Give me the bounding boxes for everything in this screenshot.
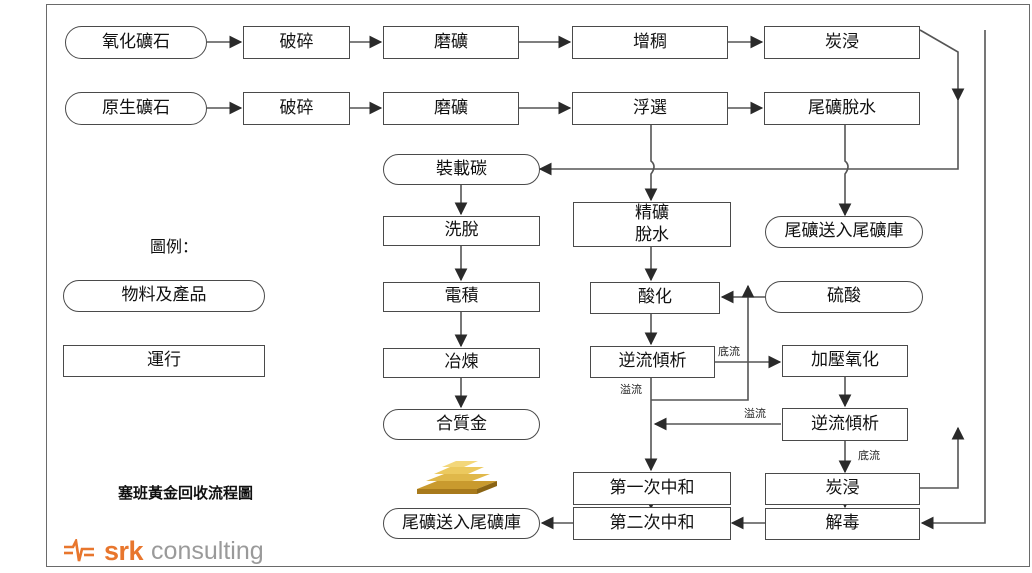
crush-label-1: 破碎 bbox=[279, 31, 314, 52]
grind-label-2: 磨礦 bbox=[434, 97, 468, 118]
elution-label: 洗脫 bbox=[444, 220, 479, 241]
sulfuric-acid-node: 硫酸 bbox=[765, 281, 923, 313]
thicken-label: 增稠 bbox=[633, 31, 667, 52]
conc-dewater-node: 精礦 脫水 bbox=[573, 202, 731, 247]
diagram-frame bbox=[46, 4, 1030, 567]
flotation-node: 浮選 bbox=[572, 92, 728, 125]
tailings-out-label-2: 尾礦送入尾礦庫 bbox=[784, 221, 904, 242]
neutral-1-label: 第一次中和 bbox=[609, 477, 695, 498]
tail-dewater-node: 尾礦脫水 bbox=[764, 92, 920, 125]
grind-node-1: 磨礦 bbox=[383, 26, 519, 59]
neutral-2-node: 第二次中和 bbox=[573, 507, 731, 540]
ccd-label-2: 逆流傾析 bbox=[811, 413, 879, 434]
leach-label-2: 炭浸 bbox=[825, 478, 860, 499]
overflow-label-1: 溢流 bbox=[620, 383, 642, 396]
tailings-out-label-1: 尾礦送入尾礦庫 bbox=[402, 512, 521, 533]
legend-material-label: 物料及產品 bbox=[121, 285, 207, 306]
leach-label-1: 炭浸 bbox=[825, 31, 859, 52]
conc-dewater-label: 精礦 脫水 bbox=[635, 203, 669, 245]
srk-mark-icon bbox=[64, 539, 94, 562]
pox-node: 加壓氧化 bbox=[782, 345, 908, 377]
oxide-ore-node: 氧化礦石 bbox=[65, 26, 207, 59]
primary-ore-label: 原生礦石 bbox=[102, 97, 170, 118]
smelt-node: 冶煉 bbox=[383, 348, 540, 378]
ccd-node-2: 逆流傾析 bbox=[782, 408, 908, 441]
acidify-label: 酸化 bbox=[638, 287, 672, 308]
grind-label-1: 磨礦 bbox=[434, 31, 468, 52]
gold-bars-icon bbox=[417, 461, 497, 494]
neutral-2-label: 第二次中和 bbox=[609, 512, 695, 533]
srk-logo: srk consulting bbox=[62, 536, 264, 566]
primary-ore-node: 原生礦石 bbox=[65, 92, 207, 125]
load-carbon-label: 裝載碳 bbox=[436, 158, 487, 179]
acidify-node: 酸化 bbox=[590, 282, 720, 314]
crush-node-2: 破碎 bbox=[243, 92, 350, 125]
legend-title: 圖例： bbox=[150, 237, 199, 256]
smelt-label: 冶煉 bbox=[444, 352, 479, 373]
leach-node-1: 炭浸 bbox=[764, 26, 920, 59]
tailings-out-node-2: 尾礦送入尾礦庫 bbox=[765, 216, 923, 248]
flotation-label: 浮選 bbox=[633, 97, 667, 118]
chart-title: 塞班黃金回收流程圖 bbox=[118, 484, 254, 502]
elution-node: 洗脫 bbox=[383, 216, 540, 246]
tailings-out-node-1: 尾礦送入尾礦庫 bbox=[383, 508, 540, 539]
dore-label: 合質金 bbox=[436, 413, 487, 434]
crush-label-2: 破碎 bbox=[279, 97, 314, 118]
legend-material-node: 物料及產品 bbox=[63, 280, 265, 312]
overflow-label-2: 溢流 bbox=[744, 407, 766, 420]
oxide-ore-label: 氧化礦石 bbox=[102, 31, 170, 52]
leach-node-2: 炭浸 bbox=[765, 473, 920, 505]
electrowin-label: 電積 bbox=[444, 286, 479, 307]
load-carbon-node: 裝載碳 bbox=[383, 154, 540, 185]
legend-operation-node: 運行 bbox=[63, 345, 265, 377]
pox-label: 加壓氧化 bbox=[811, 350, 879, 371]
underflow-label-1: 底流 bbox=[718, 345, 740, 358]
dore-node: 合質金 bbox=[383, 409, 540, 440]
sulfuric-acid-label: 硫酸 bbox=[827, 286, 861, 307]
srk-brand-text: srk bbox=[104, 535, 144, 566]
neutral-1-node: 第一次中和 bbox=[573, 472, 731, 505]
underflow-label-2: 底流 bbox=[858, 449, 880, 462]
tail-dewater-label: 尾礦脫水 bbox=[808, 97, 876, 118]
crush-node-1: 破碎 bbox=[243, 26, 350, 59]
detox-node: 解毒 bbox=[765, 508, 920, 540]
detox-label: 解毒 bbox=[825, 513, 860, 534]
ccd-node-1: 逆流傾析 bbox=[590, 346, 715, 378]
ccd-label-1: 逆流傾析 bbox=[618, 351, 687, 372]
consulting-text: consulting bbox=[151, 536, 264, 565]
grind-node-2: 磨礦 bbox=[383, 92, 519, 125]
thicken-node: 增稠 bbox=[572, 26, 728, 59]
electrowin-node: 電積 bbox=[383, 282, 540, 312]
legend-operation-label: 運行 bbox=[147, 350, 181, 371]
